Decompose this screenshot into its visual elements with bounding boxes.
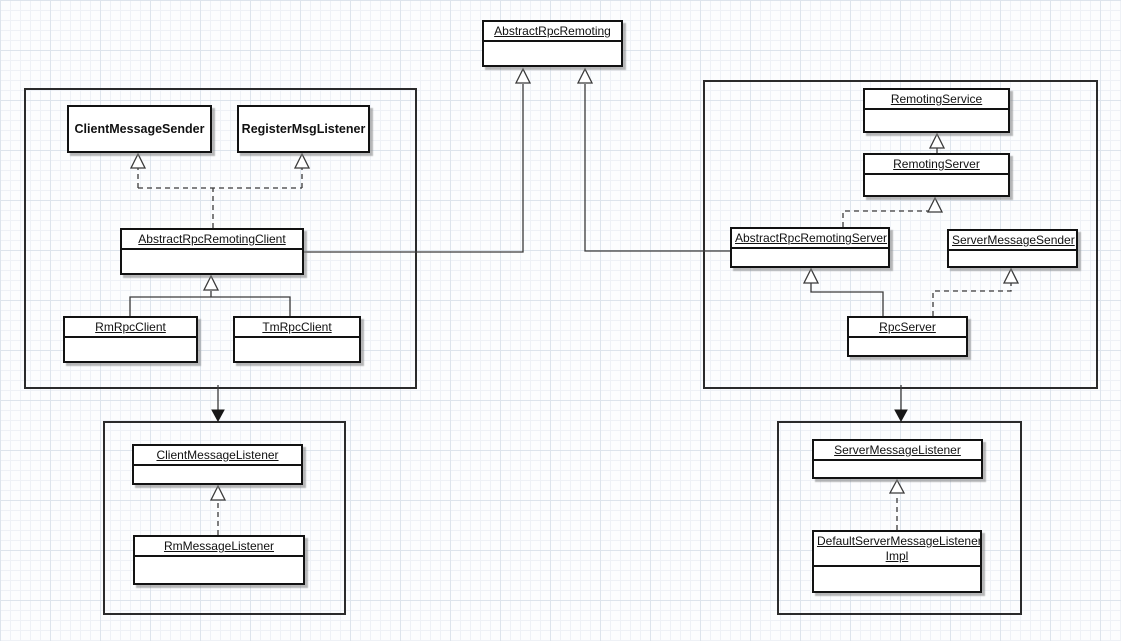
interface-box-client-message-sender: ClientMessageSender [67,105,212,153]
interface-name: RegisterMsgListener [241,122,366,136]
class-box-rpc-server: RpcServer [847,316,968,357]
class-box-client-message-listener: ClientMessageListener [132,444,303,485]
class-box-tm-rpc-client: TmRpcClient [233,316,361,363]
class-box-remoting-server: RemotingServer [863,153,1010,197]
class-name-line1: DefaultServerMessageListener [817,534,980,548]
class-name: AbstractRpcRemoting [484,22,621,42]
filled-arrowhead [211,409,225,423]
interface-name: ClientMessageSender [74,122,205,136]
filled-arrowhead [894,409,908,423]
class-name: RemotingServer [865,155,1008,175]
class-name: ClientMessageListener [134,446,301,466]
class-box-remoting-service: RemotingService [863,88,1010,133]
class-box-default-server-message-listener-impl: DefaultServerMessageListener Impl [812,530,982,593]
class-name-line2: Impl [885,549,909,563]
class-name: RpcServer [849,318,966,338]
class-box-server-message-sender: ServerMessageSender [947,229,1078,268]
class-name: AbstractRpcRemotingClient [122,230,302,250]
class-name: RmMessageListener [135,537,303,557]
interface-box-register-msg-listener: RegisterMsgListener [237,105,370,153]
class-box-server-message-listener: ServerMessageListener [812,439,983,479]
class-name: RemotingService [865,90,1008,110]
class-name: DefaultServerMessageListener Impl [814,532,980,567]
class-name: ServerMessageListener [814,441,981,461]
class-box-abstract-rpc-remoting-client: AbstractRpcRemotingClient [120,228,304,275]
class-box-abstract-rpc-remoting: AbstractRpcRemoting [482,20,623,67]
class-name: TmRpcClient [235,318,359,338]
class-name: ServerMessageSender [949,231,1076,251]
generalization-arrowhead [576,67,594,84]
class-name: RmRpcClient [65,318,196,338]
generalization-arrowhead [514,67,532,84]
class-box-rm-rpc-client: RmRpcClient [63,316,198,363]
class-box-rm-message-listener: RmMessageListener [133,535,305,585]
class-name: AbstractRpcRemotingServer [732,229,888,249]
class-box-abstract-rpc-remoting-server: AbstractRpcRemotingServer [730,227,890,268]
